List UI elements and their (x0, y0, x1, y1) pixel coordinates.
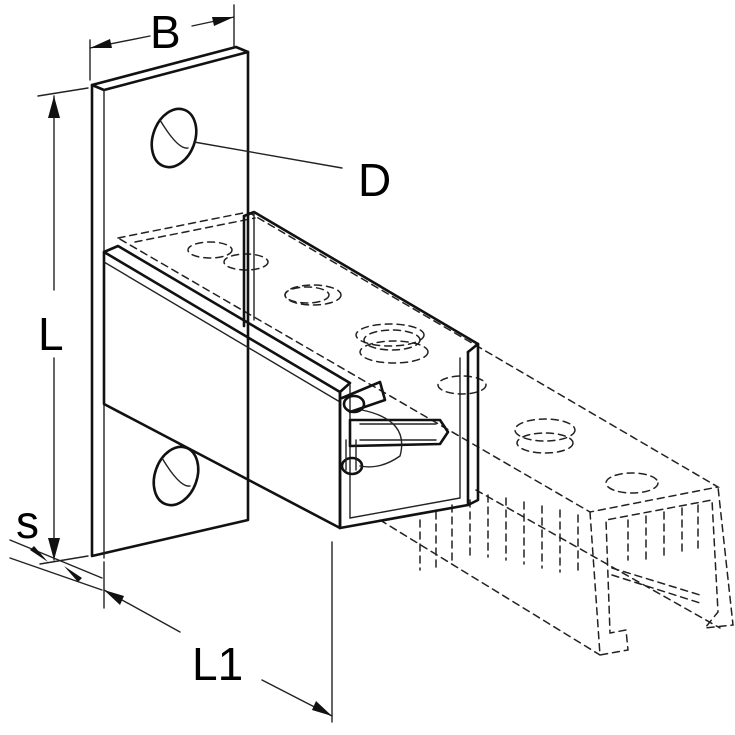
dimension-s: s (9, 496, 103, 591)
label-l1: L1 (192, 638, 243, 690)
dimension-l1: L1 (103, 541, 333, 723)
clamp-screw (340, 380, 450, 476)
mounting-hole-bottom (152, 445, 200, 507)
label-d: D (358, 154, 391, 206)
dimension-d: D (193, 141, 391, 206)
label-l: L (38, 308, 64, 360)
label-s: s (16, 496, 39, 548)
dashed-strut-channel (115, 211, 734, 656)
dimension-l: L (37, 87, 89, 565)
back-plate (90, 45, 250, 559)
label-b: B (150, 6, 181, 58)
mounting-hole-top (150, 107, 198, 169)
bracket-arm (102, 210, 480, 530)
dimension-b: B (89, 4, 235, 81)
